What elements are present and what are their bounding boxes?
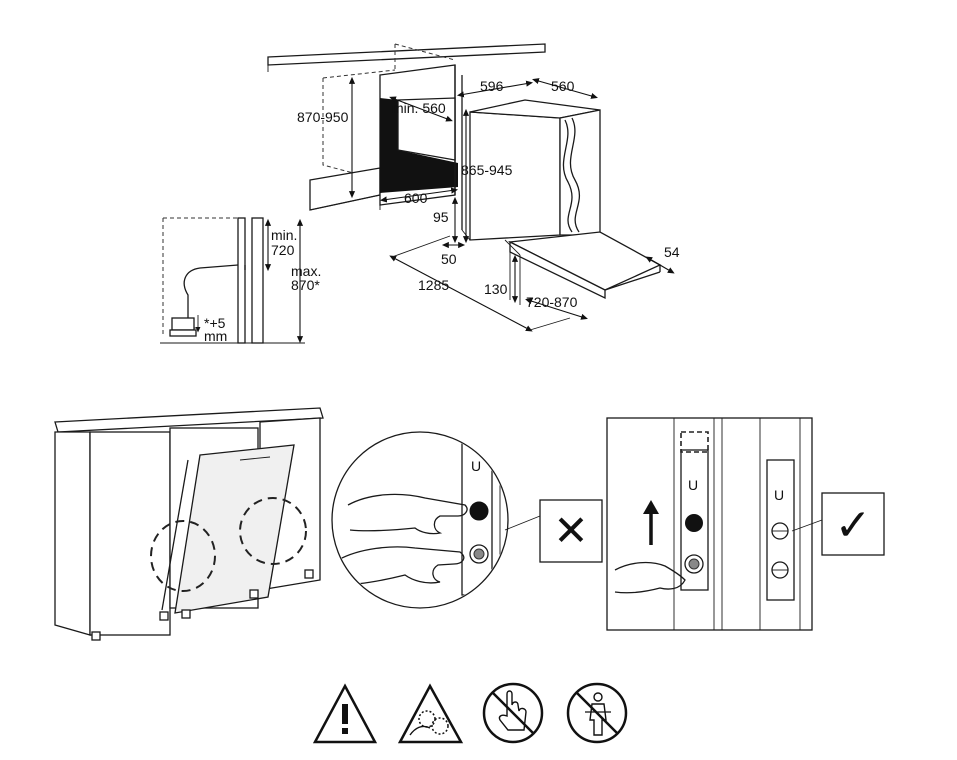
dim-line-min560: [389, 96, 453, 122]
wrong-mark: ✕: [553, 506, 588, 555]
dim-label-min560: min. 560: [392, 100, 446, 116]
dim-label-50: 50: [441, 251, 457, 267]
dim-label-plus5: *+5: [204, 315, 226, 331]
u-symbol-left: U: [688, 477, 698, 493]
wrong-press-detail: U ✕: [331, 431, 603, 609]
dim-line-560: [532, 78, 598, 99]
u-symbol-right: U: [774, 487, 784, 503]
dim-label-720: 720: [271, 242, 295, 258]
dim-line-1285: [389, 255, 533, 332]
dim-label-865-945: 865-945: [461, 162, 513, 178]
dim-label-130: 130: [484, 281, 508, 297]
u-symbol-wrong: U: [471, 458, 481, 474]
dim-line-600: [379, 187, 459, 203]
side-section-drawing: min. 720 max. 870* *+5 mm: [160, 217, 321, 344]
hinge-highlight-right: [239, 497, 307, 565]
dim-label-720-870: 720-870: [526, 294, 578, 310]
dim-label-95: 95: [433, 209, 449, 225]
dim-label-1285: 1285: [418, 277, 449, 293]
dim-label-54: 54: [664, 244, 680, 260]
correct-press-detail: U U ✓: [606, 417, 885, 631]
dim-label-mm: mm: [204, 328, 227, 344]
dim-line-596: [456, 80, 534, 98]
dim-label-870-950: 870-950: [297, 109, 349, 125]
niche-shadow: [380, 98, 458, 193]
caution-icon: [312, 683, 378, 744]
appliance-door: [174, 444, 295, 614]
hinge-highlight-left: [150, 520, 216, 592]
no-touch-icon: [482, 682, 544, 744]
dim-label-596: 596: [480, 78, 504, 94]
no-child-lean-icon: [566, 682, 628, 744]
cabinet-door-drawing: [54, 407, 324, 641]
niche-dimension-drawing: 596 560 min. 560 870-950 865-945 600 95 …: [267, 43, 680, 332]
hand-crush-warning-icon: [397, 683, 464, 744]
dim-label-max: max.: [291, 263, 321, 279]
dim-label-560: 560: [551, 78, 575, 94]
button-black: [469, 501, 489, 521]
dim-label-min: min.: [271, 227, 297, 243]
dim-line-54: [645, 256, 675, 274]
dim-label-870star: 870*: [291, 277, 320, 293]
right-mark: ✓: [835, 500, 872, 551]
dim-line-720-870: [525, 298, 588, 320]
dim-label-600: 600: [404, 190, 428, 206]
